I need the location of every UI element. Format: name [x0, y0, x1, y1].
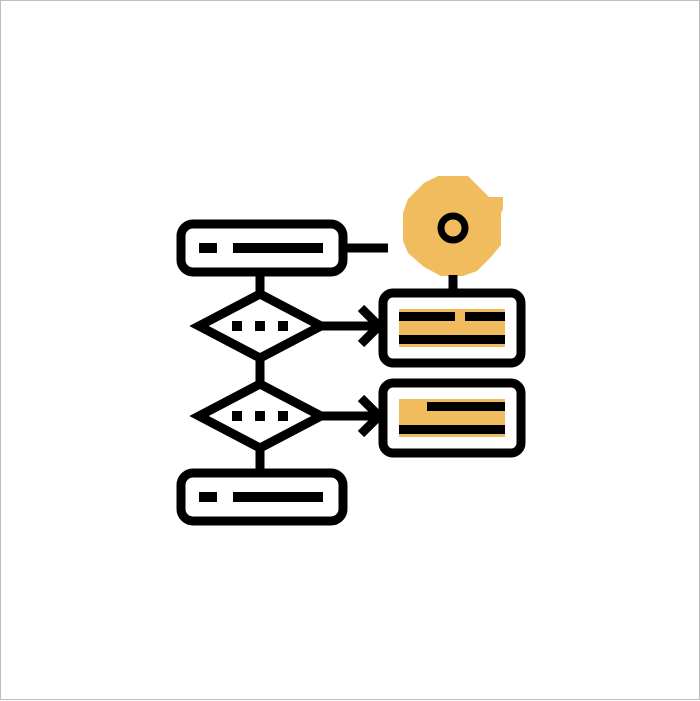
process-box-1: [378, 288, 526, 368]
decision-1-dot: [232, 321, 242, 331]
end-box: [176, 468, 348, 526]
decision-diamond-1: [189, 288, 331, 364]
arrow-right-icon: [321, 394, 386, 438]
process-box-2: [378, 378, 526, 458]
process-box-1-line: [399, 335, 505, 344]
end-box-line-short: [199, 492, 217, 502]
gear-hub: [437, 212, 469, 244]
process-box-1-line: [465, 312, 505, 321]
decision-1-dot: [278, 321, 288, 331]
process-box-1-line: [399, 312, 455, 321]
process-box-2-accent-mark: [399, 402, 417, 411]
decision-2-dot: [255, 411, 265, 421]
gear-body: [403, 176, 503, 276]
decision-diamond-2: [189, 378, 331, 454]
gear-icon: [403, 176, 503, 293]
process-box-2-line: [399, 425, 505, 434]
start-box-line-long: [233, 243, 323, 253]
start-box: [176, 219, 388, 277]
decision-2-dot: [278, 411, 288, 421]
arrow-right-icon: [321, 304, 386, 348]
decision-1-dot: [255, 321, 265, 331]
start-box-line-short: [199, 243, 217, 253]
process-box-2-line: [427, 402, 505, 411]
decision-2-dot: [232, 411, 242, 421]
end-box-line-long: [233, 492, 323, 502]
